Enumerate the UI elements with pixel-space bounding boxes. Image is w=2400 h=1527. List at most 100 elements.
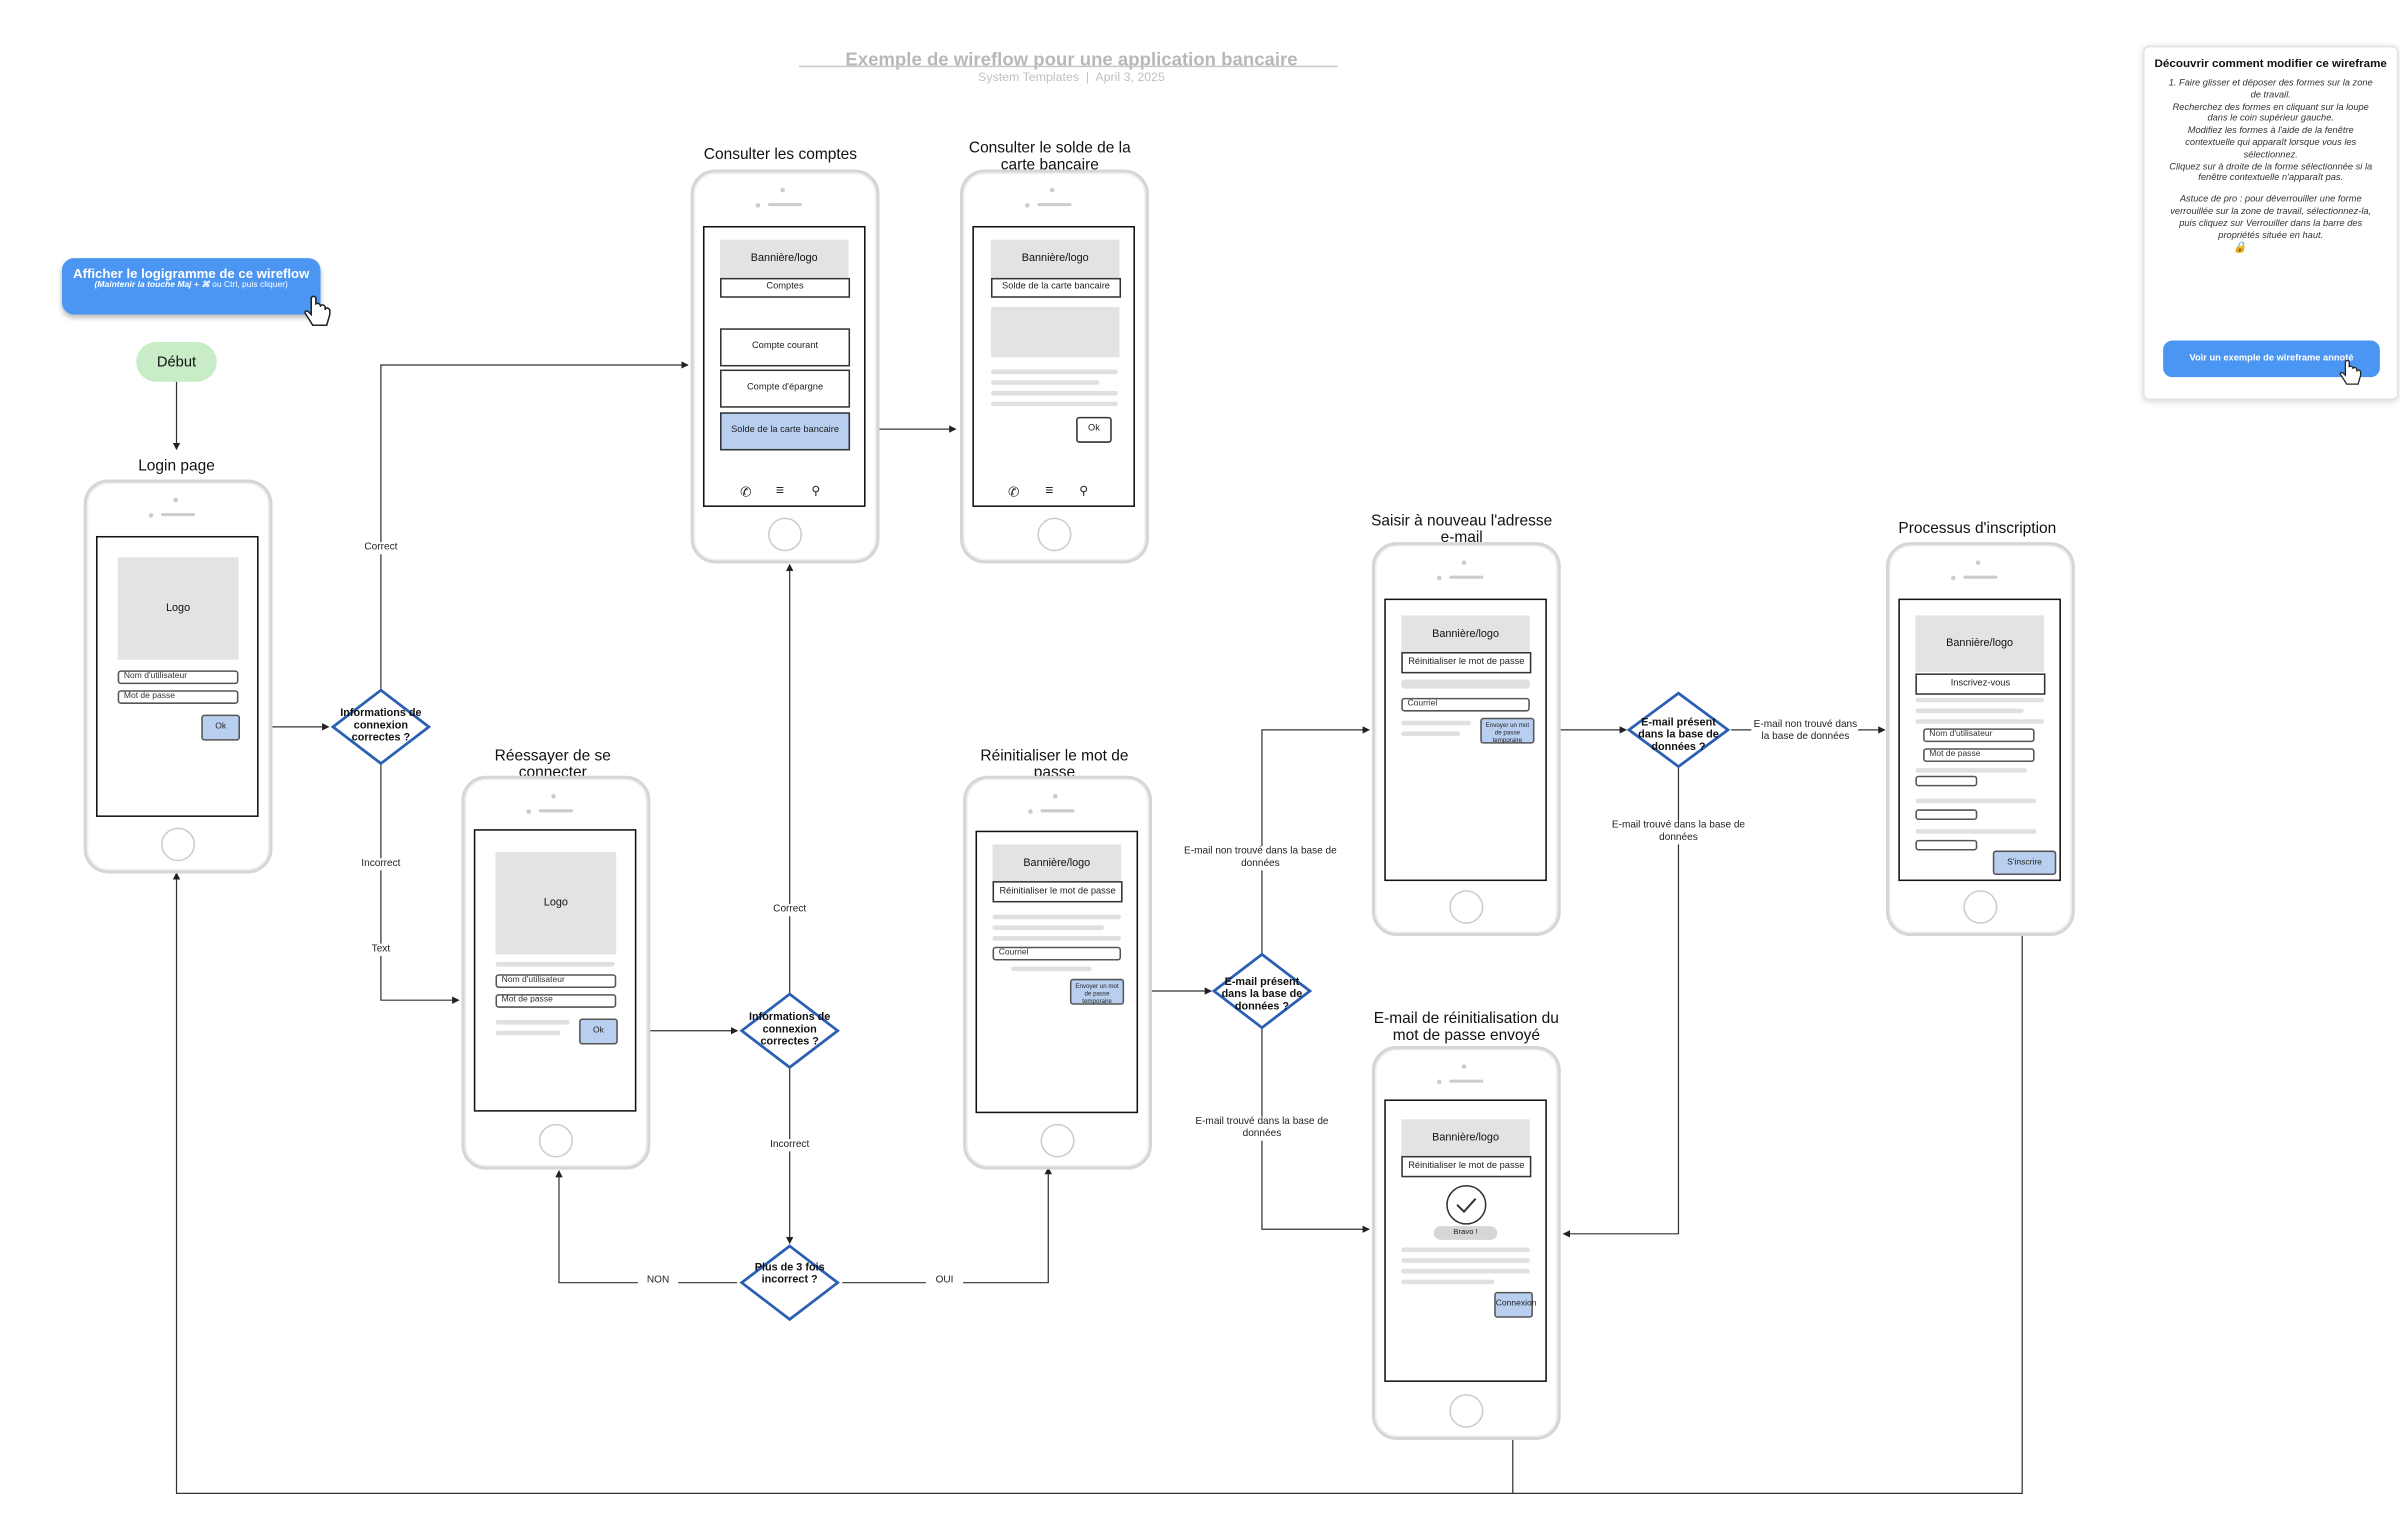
page-subtitle: System Templates | April 3, 2025 xyxy=(978,70,1165,84)
logo-placeholder: Logo xyxy=(117,557,239,660)
edge-label-correct-2: Correct xyxy=(758,903,821,917)
sent-screen-label: E-mail de réinitialisation du mot de pas… xyxy=(1373,1010,1559,1045)
username-field[interactable]: Nom d'utilisateur xyxy=(117,670,239,685)
card-balance-item[interactable]: Solde de la carte bancaire xyxy=(720,412,851,451)
edge-d5-sent xyxy=(1562,766,1680,1238)
help-body: 1. Faire glisser et déposer des formes s… xyxy=(2145,79,2397,255)
show-flowchart-title: Afficher le logigramme de ce wireflow xyxy=(73,265,310,281)
email-field[interactable]: Courriel xyxy=(1401,697,1530,712)
menu-icon[interactable]: ≡ xyxy=(1045,482,1054,498)
balance-placeholder xyxy=(990,306,1120,358)
edge-label-incorrect-2: Incorrect xyxy=(755,1139,824,1152)
extra-field-1[interactable] xyxy=(1915,775,1978,787)
checkmark-icon xyxy=(1446,1184,1487,1225)
edge-label-oui: OUI xyxy=(925,1275,964,1288)
start-node[interactable]: Début xyxy=(136,342,217,382)
login-screen-label: Login page xyxy=(138,458,215,475)
extra-field-3[interactable] xyxy=(1915,839,1978,851)
signup-screen: Bannière/logo Inscrivez-vous Nom d'utili… xyxy=(1898,598,2061,882)
decision-email-present-1: E-mail présent dans la base de données ? xyxy=(1221,977,1303,1013)
banner-logo: Bannière/logo xyxy=(1401,615,1530,654)
menu-icon[interactable]: ≡ xyxy=(775,482,784,498)
email-field[interactable]: Courriel xyxy=(992,946,1122,961)
decision-email-present-2: E-mail présent dans la base de données ? xyxy=(1638,717,1719,753)
decision-d1-shape xyxy=(330,688,432,766)
lock-icon: 🔒 xyxy=(2233,243,2247,255)
send-temp-password-button[interactable]: Envoyer un mot de passe temporaire xyxy=(1069,978,1125,1005)
title-underline xyxy=(798,65,1338,68)
extra-field-2[interactable] xyxy=(1915,809,1978,820)
signup-button[interactable]: S'inscrire xyxy=(1992,850,2057,875)
card-balance-screen: Bannière/logo Solde de la carte bancaire… xyxy=(972,225,1135,507)
reset-screen: Bannière/logo Réinitialiser le mot de pa… xyxy=(975,830,1139,1114)
home-button xyxy=(1037,517,1072,552)
decision-d5-shape xyxy=(1626,691,1731,769)
phone-icon[interactable]: ✆ xyxy=(740,484,752,500)
show-flowchart-hint: (Maintenir la touche Maj + ⌘ ou Ctrl, pu… xyxy=(62,281,321,290)
password-field[interactable]: Mot de passe xyxy=(117,690,239,704)
home-button xyxy=(1963,890,1998,924)
username-field[interactable]: Nom d'utilisateur xyxy=(495,974,617,988)
hint-rest: ou Ctrl, puis cliquer) xyxy=(209,280,288,291)
annotated-example-button[interactable]: Voir un exemple de wireframe annoté xyxy=(2163,340,2380,378)
banner-logo: Bannière/logo xyxy=(1401,1119,1530,1158)
reset-phone: Bannière/logo Réinitialiser le mot de pa… xyxy=(963,775,1153,1170)
ok-button[interactable]: Ok xyxy=(201,714,241,741)
edge-label-found-1: E-mail trouvé dans la base de données xyxy=(1179,1116,1345,1141)
password-field[interactable]: Mot de passe xyxy=(495,994,617,1008)
edge-signup-login xyxy=(1512,873,2023,1495)
page-title: Exemple de wireflow pour une application… xyxy=(845,48,1298,71)
send-temp-password-button[interactable]: Envoyer un mot de passe temporaire xyxy=(1480,717,1535,744)
login-screen: Logo Nom d'utilisateur Mot de passe Ok xyxy=(96,535,259,817)
home-button xyxy=(1449,1394,1484,1428)
accounts-header: Comptes xyxy=(720,277,851,298)
checking-account-item[interactable]: Compte courant xyxy=(720,328,851,367)
password-field[interactable]: Mot de passe xyxy=(1923,748,2035,762)
location-pin-icon[interactable]: ⚲ xyxy=(811,484,821,498)
hint-bold: (Maintenir la touche Maj + ⌘ xyxy=(94,280,210,291)
reset-header: Réinitialiser le mot de passe xyxy=(1401,1155,1532,1178)
edge-label-non: NON xyxy=(637,1275,679,1288)
subtitle-source: System Templates xyxy=(978,70,1080,84)
edge-label-not-found-1: E-mail non trouvé dans la base de donnée… xyxy=(1173,845,1348,871)
show-flowchart-button[interactable]: Afficher le logigramme de ce wireflow (M… xyxy=(61,258,321,315)
edge-label-incorrect-1: Incorrect xyxy=(349,858,412,871)
decision-d3-shape xyxy=(739,1244,840,1322)
decision-login-correct: Informations de connexion correctes ? xyxy=(340,708,422,744)
reset-header: Réinitialiser le mot de passe xyxy=(1401,652,1532,674)
banner-logo: Bannière/logo xyxy=(990,239,1120,278)
ok-button[interactable]: Ok xyxy=(579,1018,618,1045)
savings-account-item[interactable]: Compte d'épargne xyxy=(720,369,851,408)
accounts-screen: Bannière/logo Comptes Compte courant Com… xyxy=(702,225,866,507)
login-phone: Logo Nom d'utilisateur Mot de passe Ok xyxy=(83,479,273,874)
card-balance-header: Solde de la carte bancaire xyxy=(990,277,1122,298)
signup-screen-label: Processus d'inscription xyxy=(1898,520,2057,538)
edge-d3-reset xyxy=(842,1166,1052,1284)
decision-over-3-attempts: Plus de 3 fois incorrect ? xyxy=(754,1262,825,1286)
help-step-2: Recherchez des formes en cliquant sur la… xyxy=(2172,103,2369,125)
home-button xyxy=(161,827,196,862)
edge-d4-sent xyxy=(1261,1027,1371,1233)
decision-retry-correct: Informations de connexion correctes ? xyxy=(749,1012,831,1048)
bravo-badge: Bravo ! xyxy=(1433,1226,1498,1240)
edge-label-not-found-2: E-mail non trouvé dans la base de donnée… xyxy=(1752,719,1859,744)
edge-d1-retry xyxy=(380,763,460,1004)
connect-button[interactable]: Connexion xyxy=(1494,1291,1536,1318)
banner-logo: Bannière/logo xyxy=(1915,615,2044,672)
reenter-screen: Bannière/logo Réinitialiser le mot de pa… xyxy=(1384,598,1547,882)
help-title: Découvrir comment modifier ce wireframe xyxy=(2154,56,2387,71)
signup-header: Inscrivez-vous xyxy=(1915,673,2046,695)
help-step-1: 1. Faire glisser et déposer des formes s… xyxy=(2168,79,2373,101)
help-step-3: Modifiez les formes à l'aide de la fenêt… xyxy=(2185,127,2357,161)
home-button xyxy=(538,1123,573,1158)
ok-button[interactable]: Ok xyxy=(1076,416,1112,443)
phone-icon[interactable]: ✆ xyxy=(1008,484,1020,500)
subtitle-date: April 3, 2025 xyxy=(1095,70,1165,84)
pointer-hand-icon xyxy=(304,295,331,327)
location-pin-icon[interactable]: ⚲ xyxy=(1079,484,1089,498)
decision-d4-shape xyxy=(1211,952,1313,1030)
username-field[interactable]: Nom d'utilisateur xyxy=(1923,728,2035,743)
sent-screen: Bannière/logo Réinitialiser le mot de pa… xyxy=(1384,1099,1547,1382)
retry-screen: Logo Nom d'utilisateur Mot de passe Ok xyxy=(473,829,637,1112)
